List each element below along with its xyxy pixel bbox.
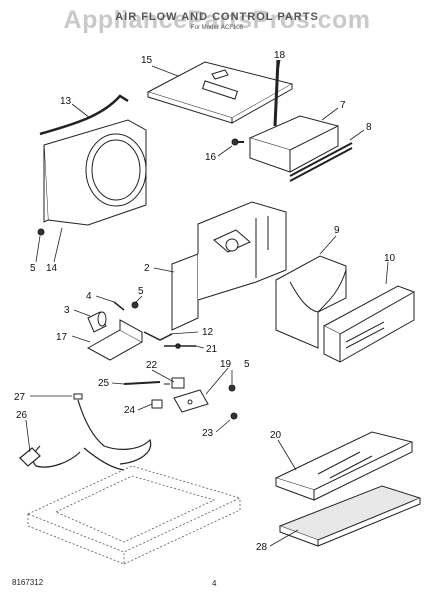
base-pan-outline — [26, 465, 242, 565]
part-3-capacitor — [87, 311, 107, 333]
part-25-shaft — [123, 381, 161, 385]
part-19-plate — [173, 389, 209, 413]
part-22-switch — [164, 377, 185, 389]
part-14-shroud — [43, 119, 147, 226]
callout-16: 16 — [205, 152, 217, 163]
callout-14: 14 — [46, 263, 58, 274]
diagram-title: AIR FLOW AND CONTROL PARTS — [115, 11, 319, 23]
part-7-cover — [248, 115, 340, 173]
document-number: 8167312 — [12, 578, 44, 587]
callout-4: 4 — [86, 291, 92, 302]
callout-15: 15 — [141, 55, 153, 66]
part-17-bracket — [86, 319, 144, 361]
callout-25: 25 — [98, 378, 110, 389]
part-27-connector — [73, 393, 83, 400]
part-9-scroll — [275, 255, 347, 349]
callout-19: 19 — [220, 359, 232, 370]
callout-28: 28 — [256, 542, 268, 553]
callout-23: 23 — [202, 428, 214, 439]
part-12-contact — [143, 331, 173, 341]
callout-5-right: 5 — [244, 359, 250, 370]
part-21-wire — [164, 343, 196, 349]
part-20-tray — [274, 431, 414, 501]
callout-13: 13 — [60, 96, 72, 107]
part-5-screw-left — [37, 228, 45, 236]
callout-labels: 15 18 13 7 8 16 5 14 9 10 2 4 5 3 12 17 … — [14, 50, 396, 553]
diagram-subtitle: For Model: ACF108 — [190, 25, 244, 31]
callout-18: 18 — [274, 50, 286, 61]
callout-17: 17 — [56, 332, 68, 343]
callout-21: 21 — [206, 344, 218, 355]
part-18-rod — [273, 59, 280, 127]
callout-2: 2 — [144, 263, 150, 274]
part-5-screw-mid — [131, 301, 139, 309]
part-16-screw — [231, 138, 244, 146]
callout-24: 24 — [124, 405, 136, 416]
leader-lines — [25, 59, 389, 547]
callout-8: 8 — [366, 122, 372, 133]
watermark: AppliancePartsPros.com — [63, 6, 371, 34]
callout-5-mid: 5 — [138, 286, 144, 297]
callout-10: 10 — [384, 253, 396, 264]
part-28-filter — [278, 485, 422, 547]
part-5-screw-right — [228, 384, 236, 392]
callout-12: 12 — [202, 327, 214, 338]
callout-20: 20 — [270, 430, 282, 441]
callout-5-left: 5 — [30, 263, 36, 274]
part-2-bracket — [171, 201, 287, 331]
part-4-pin — [113, 301, 125, 311]
page-number: 4 — [212, 579, 217, 588]
part-23-screw — [230, 412, 238, 420]
callout-3: 3 — [64, 305, 70, 316]
part-15-top-cover — [146, 61, 294, 124]
part-10-deflector — [322, 285, 416, 363]
callout-26: 26 — [16, 410, 28, 421]
callout-27: 27 — [14, 392, 26, 403]
part-8-strip — [289, 142, 353, 182]
callout-9: 9 — [334, 225, 340, 236]
part-26-cord — [19, 399, 152, 471]
part-24-knob — [151, 399, 163, 409]
callout-22: 22 — [146, 360, 158, 371]
part-13-seal — [39, 94, 129, 136]
callout-7: 7 — [340, 100, 346, 111]
